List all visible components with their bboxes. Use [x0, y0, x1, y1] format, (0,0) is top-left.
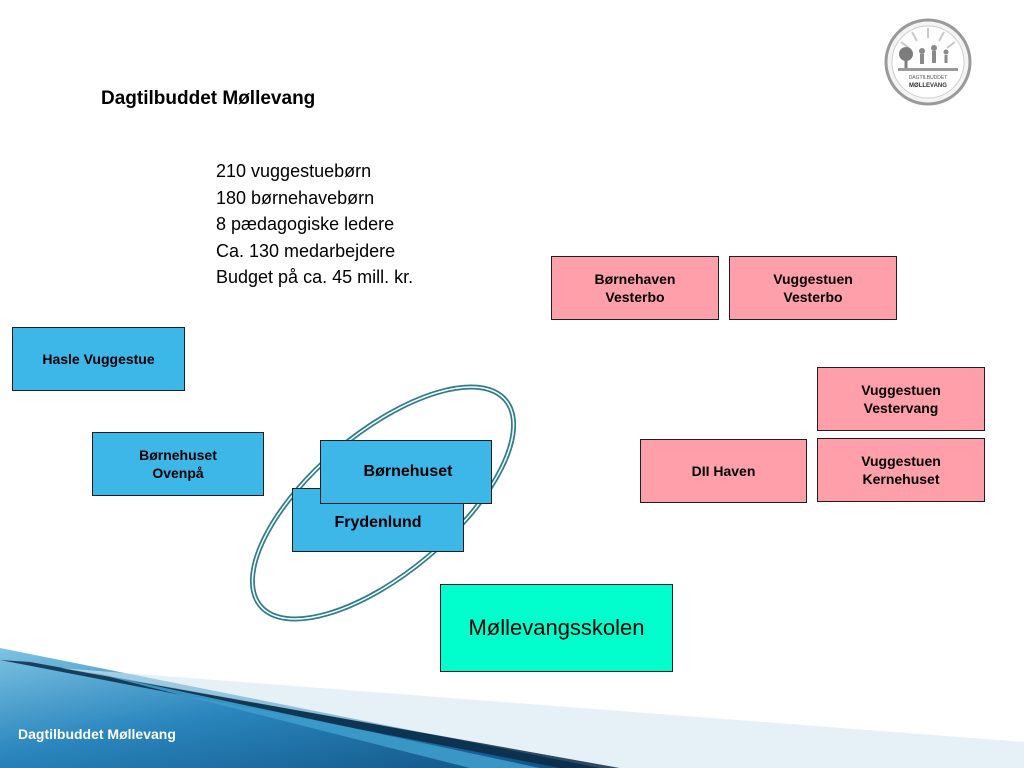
unit-label: DII Haven: [691, 463, 756, 479]
unit-boernehuset-ovenpaa: Børnehuset Ovenpå: [92, 432, 264, 496]
stats-list: 210 vuggestuebørn 180 børnehavebørn 8 pæ…: [216, 158, 413, 291]
stat-boernehave: 180 børnehavebørn: [216, 187, 375, 208]
unit-moellevangsskolen: Møllevangsskolen: [440, 584, 673, 672]
unit-label: Frydenlund: [334, 514, 422, 531]
unit-label: Vuggestuen Vestervang: [861, 382, 941, 416]
logo-text-line1: DAGTILBUDDET: [909, 75, 948, 81]
logo-text-line2: MØLLEVANG: [909, 83, 947, 89]
stat-ledere: 8 pædagogiske ledere: [216, 214, 395, 234]
stat-vuggestue: 210 vuggestuebørn: [216, 161, 372, 181]
unit-label: Børnehuset Ovenpå: [139, 447, 217, 481]
unit-vuggestuen-vesterbo: Vuggestuen Vesterbo: [729, 256, 897, 320]
page-title: Dagtilbuddet Møllevang: [101, 88, 316, 109]
unit-label: Vuggestuen Vesterbo: [773, 271, 853, 305]
unit-vuggestuen-vestervang: Vuggestuen Vestervang: [817, 367, 985, 431]
stat-budget: Budget på ca. 45 mill. kr.: [216, 267, 414, 287]
unit-vuggestuen-kernehuset: Vuggestuen Kernehuset: [817, 438, 985, 502]
unit-label: Børnehaven Vesterbo: [594, 271, 676, 305]
stat-medarbejdere: Ca. 130 medarbejdere: [216, 240, 396, 261]
unit-dii-haven: DII Haven: [640, 439, 807, 503]
unit-label: Vuggestuen Kernehuset: [861, 453, 941, 487]
unit-hasle-vuggestue: Hasle Vuggestue: [12, 327, 185, 391]
unit-label: Møllevangsskolen: [468, 615, 645, 640]
unit-boernehuset: Børnehuset: [320, 440, 492, 504]
logo-emblem: DAGTILBUDDET MØLLEVANG: [884, 18, 972, 106]
footer-text: Dagtilbuddet Møllevang: [18, 726, 176, 742]
unit-label: Hasle Vuggestue: [42, 351, 155, 367]
unit-label: Børnehuset: [363, 463, 453, 480]
unit-boernehaven-vesterbo: Børnehaven Vesterbo: [551, 256, 719, 320]
